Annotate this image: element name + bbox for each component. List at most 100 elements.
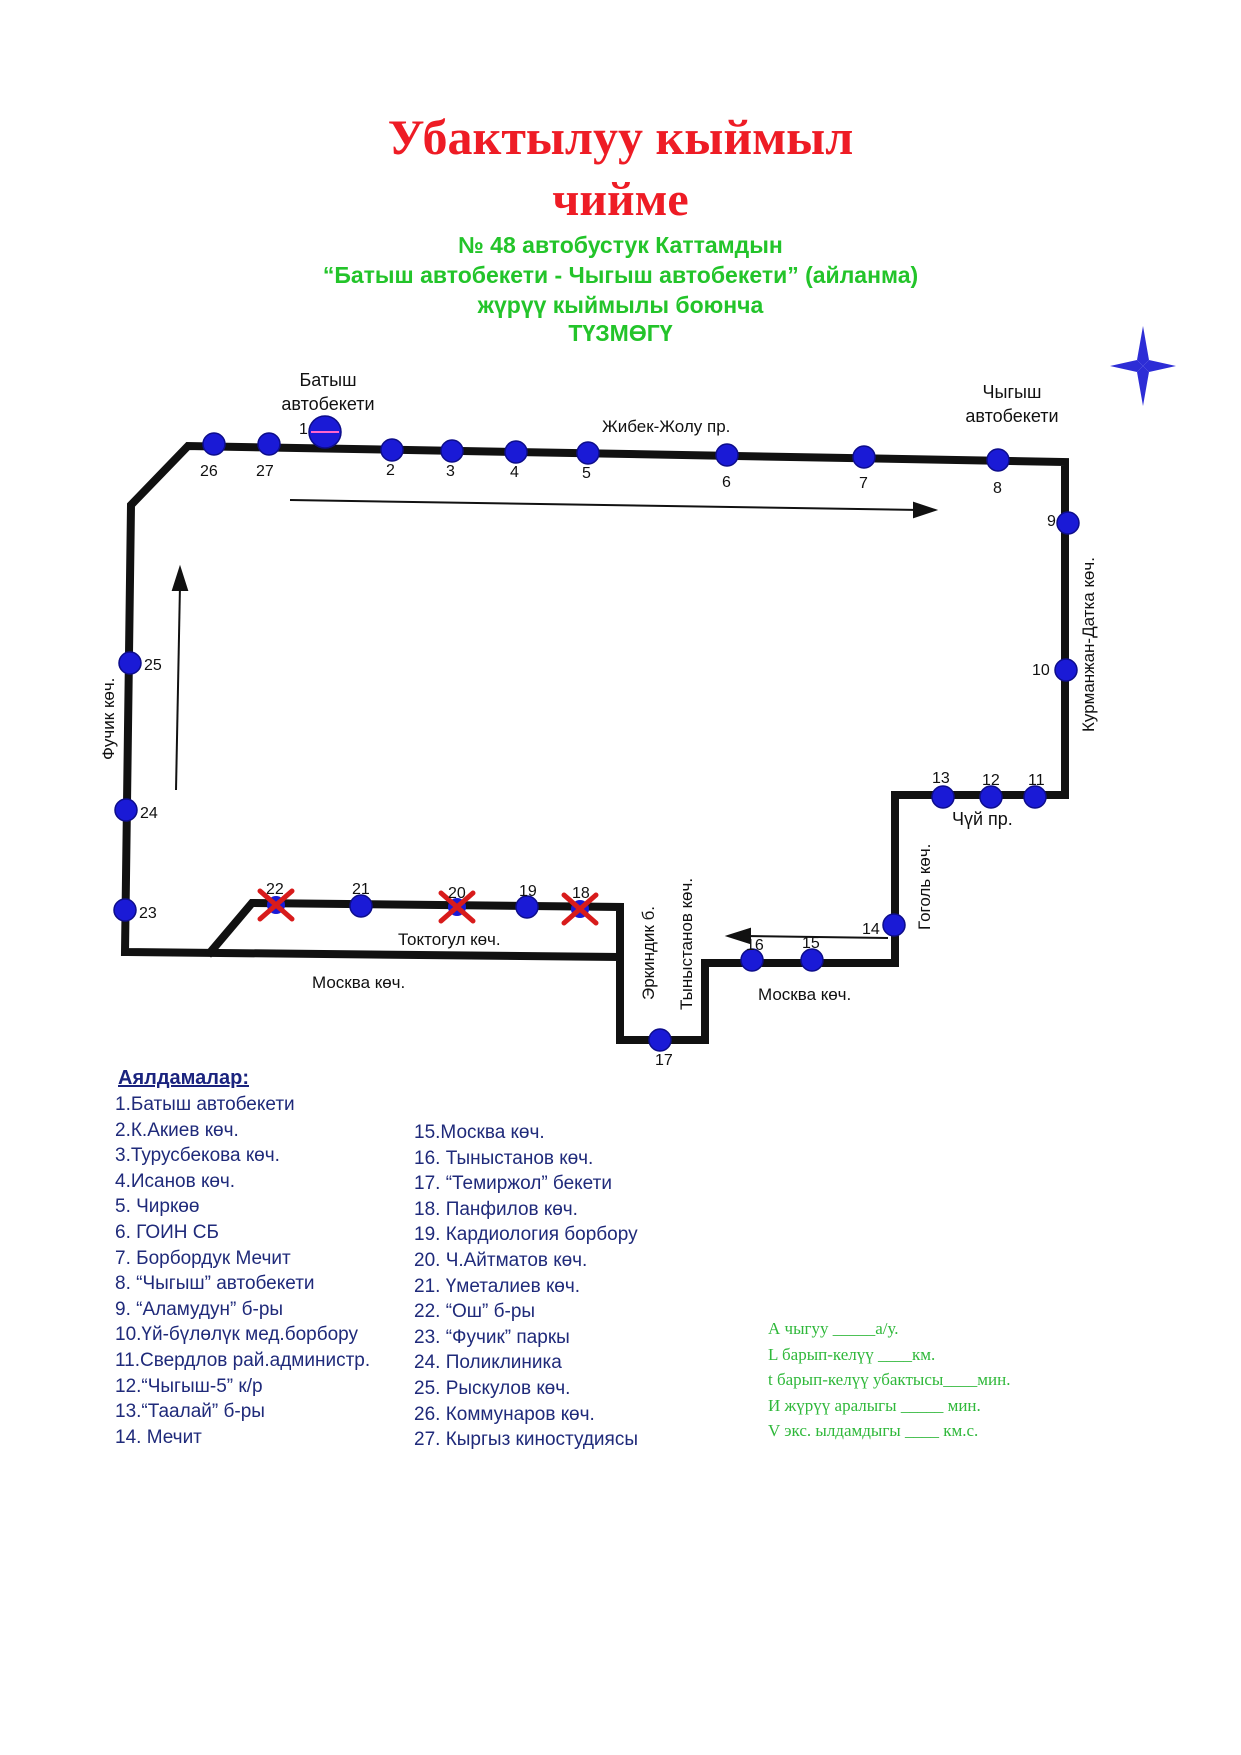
place-batysh-line1: Батыш — [299, 370, 356, 390]
street-label-fuchik: Фучик көч. — [99, 678, 118, 760]
stop-marker-7[interactable] — [852, 445, 876, 469]
stop-number-label: 13 — [932, 770, 950, 787]
street-label-chuy: Чүй пр. — [952, 809, 1013, 829]
route-parameters: А чыгуу _____а/у.L барып-келүү ____км.t … — [768, 1316, 1011, 1444]
stop-number-label: 24 — [140, 805, 158, 822]
stop-number-label: 18 — [572, 885, 590, 902]
stop-number-label: 26 — [200, 463, 218, 480]
stop-marker-24[interactable] — [114, 798, 138, 822]
stop-number-label: 3 — [446, 463, 455, 480]
closed-stop-cross-18 — [561, 892, 599, 926]
closed-stop-cross-20 — [438, 890, 476, 924]
closed-stop-cross-22 — [257, 888, 295, 922]
route-parameter-item: А чыгуу _____а/у. — [768, 1319, 899, 1338]
place-chygysh-line2: автобекети — [965, 406, 1058, 426]
stop-number-label: 27 — [256, 463, 274, 480]
legend-stop-item: 27. Кыргыз киностудиясы — [414, 1429, 638, 1451]
street-label-moskva-left: Москва көч. — [312, 973, 405, 992]
stop-number-label: 9 — [1047, 513, 1056, 530]
street-label-toktogul: Токтогул көч. — [398, 930, 501, 949]
stop-marker-25[interactable] — [118, 651, 142, 675]
legend-stop-item: 14. Мечит — [115, 1426, 202, 1448]
stop-number-label: 15 — [802, 935, 820, 952]
stop-number-label: 23 — [139, 905, 157, 922]
stop-marker-16[interactable] — [740, 948, 764, 972]
legend-stop-item: 7. Борбордук Мечит — [115, 1247, 291, 1269]
route-parameter-item: V экс. ылдамдыгы ____ км.с. — [768, 1421, 979, 1440]
legend-stop-item: 15.Москва көч. — [414, 1122, 545, 1143]
street-label-zhibek: Жибек-Жолу пр. — [602, 417, 730, 436]
legend-stop-item: 5. Чиркөө — [115, 1196, 200, 1218]
stop-marker-10[interactable] — [1054, 658, 1078, 682]
stop-marker-21[interactable] — [349, 894, 373, 918]
stop-marker-5[interactable] — [576, 441, 600, 465]
legend-stop-item: 18. Панфилов көч. — [414, 1198, 578, 1220]
stop-marker-13[interactable] — [931, 785, 955, 809]
stop-number-label: 11 — [1028, 772, 1045, 789]
stop-number-label: 2 — [386, 462, 395, 479]
closed-stops-layer — [257, 888, 599, 926]
street-labels: Жибек-Жолу пр. Курманжан-Датка көч. Чүй … — [99, 417, 1098, 1010]
legend-stop-item: 24. Поликлиника — [414, 1352, 562, 1374]
stop-number-label: 22 — [266, 881, 284, 898]
stop-marker-3[interactable] — [440, 439, 464, 463]
direction-arrows — [171, 499, 939, 945]
stop-number-label: 4 — [510, 464, 519, 481]
route-main-loop — [120, 441, 1069, 1044]
street-label-erkindik: Эркиндик б. — [639, 906, 658, 1000]
legend-stop-item: 23. “Фучик” паркы — [414, 1326, 570, 1348]
stop-marker-4[interactable] — [504, 440, 528, 464]
place-chygysh-line1: Чыгыш — [983, 382, 1042, 402]
legend-stop-item: 26. Коммунаров көч. — [414, 1403, 595, 1425]
stop-marker-17[interactable] — [648, 1028, 672, 1052]
stop-number-label: 1 — [299, 421, 308, 438]
stop-marker-19[interactable] — [515, 895, 539, 919]
legend-heading: Аялдамалар: — [118, 1067, 249, 1089]
legend-stop-item: 22. “Ош” б-ры — [414, 1301, 536, 1323]
subtitle-line-2: “Батыш автобекети - Чыгыш автобекети” (а… — [322, 262, 919, 288]
legend-stop-item: 6. ГОИН СБ — [115, 1221, 219, 1243]
legend-stop-item: 20. Ч.Айтматов көч. — [414, 1249, 588, 1271]
legend-stop-item: 4.Исанов көч. — [115, 1170, 236, 1192]
stop-number-label: 5 — [582, 465, 591, 482]
legend-stop-item: 9. “Аламудун” б-ры — [115, 1298, 284, 1320]
legend-stop-item: 25. Рыскулов көч. — [414, 1377, 571, 1399]
legend-stop-item: 3.Турусбекова көч. — [115, 1145, 280, 1167]
route-lines — [120, 441, 1069, 1044]
place-labels: Батыш автобекети Чыгыш автобекети — [281, 370, 1058, 426]
legend-stop-item: 16. Тыныстанов көч. — [414, 1147, 594, 1169]
title-line-1: Убактылуу кыймыл — [387, 109, 854, 165]
stop-marker-6[interactable] — [715, 443, 739, 467]
route-parameter-item: t барып-келүү убактысы____мин. — [768, 1370, 1011, 1389]
legend-stop-item: 11.Свердлов рай.администр. — [115, 1349, 371, 1371]
stop-marker-26[interactable] — [202, 432, 226, 456]
legend-stop-item: 12.“Чыгыш-5” к/р — [115, 1375, 263, 1397]
street-label-moskva-right: Москва көч. — [758, 985, 851, 1004]
route-toktogul-loop — [204, 898, 624, 958]
stop-marker-14[interactable] — [882, 913, 906, 937]
legend-stop-item: 2.К.Акиев көч. — [115, 1119, 239, 1141]
legend-stop-item: 21. Үметалиев көч. — [414, 1275, 581, 1297]
stops-layer — [113, 415, 1080, 1052]
stop-marker-12[interactable] — [979, 785, 1003, 809]
title-line-2: чийме — [552, 173, 689, 226]
stop-marker-23[interactable] — [113, 898, 137, 922]
stop-marker-9[interactable] — [1056, 511, 1080, 535]
stop-number-label: 16 — [746, 937, 764, 954]
subtitle-line-4: ТҮЗМӨГҮ — [568, 320, 673, 346]
stop-number-label: 6 — [722, 474, 731, 491]
stop-marker-2[interactable] — [380, 438, 404, 462]
legend-column-2: 15.Москва көч. 16. Тыныстанов көч. 17. “Те… — [414, 1120, 638, 1453]
subtitle-line-3: жүрүү кыймылы боюнча — [477, 292, 764, 318]
stop-marker-8[interactable] — [986, 448, 1010, 472]
stop-marker-11[interactable] — [1023, 785, 1047, 809]
stop-marker-27[interactable] — [257, 432, 281, 456]
street-label-tynystanov: Тыныстанов көч. — [677, 878, 696, 1010]
stop-number-label: 19 — [519, 883, 537, 900]
stop-marker-15[interactable] — [800, 948, 824, 972]
compass-icon — [1110, 326, 1176, 406]
legend-stop-item: 17. “Темиржол” бекети — [414, 1173, 612, 1195]
stop-number-label: 10 — [1032, 662, 1050, 679]
